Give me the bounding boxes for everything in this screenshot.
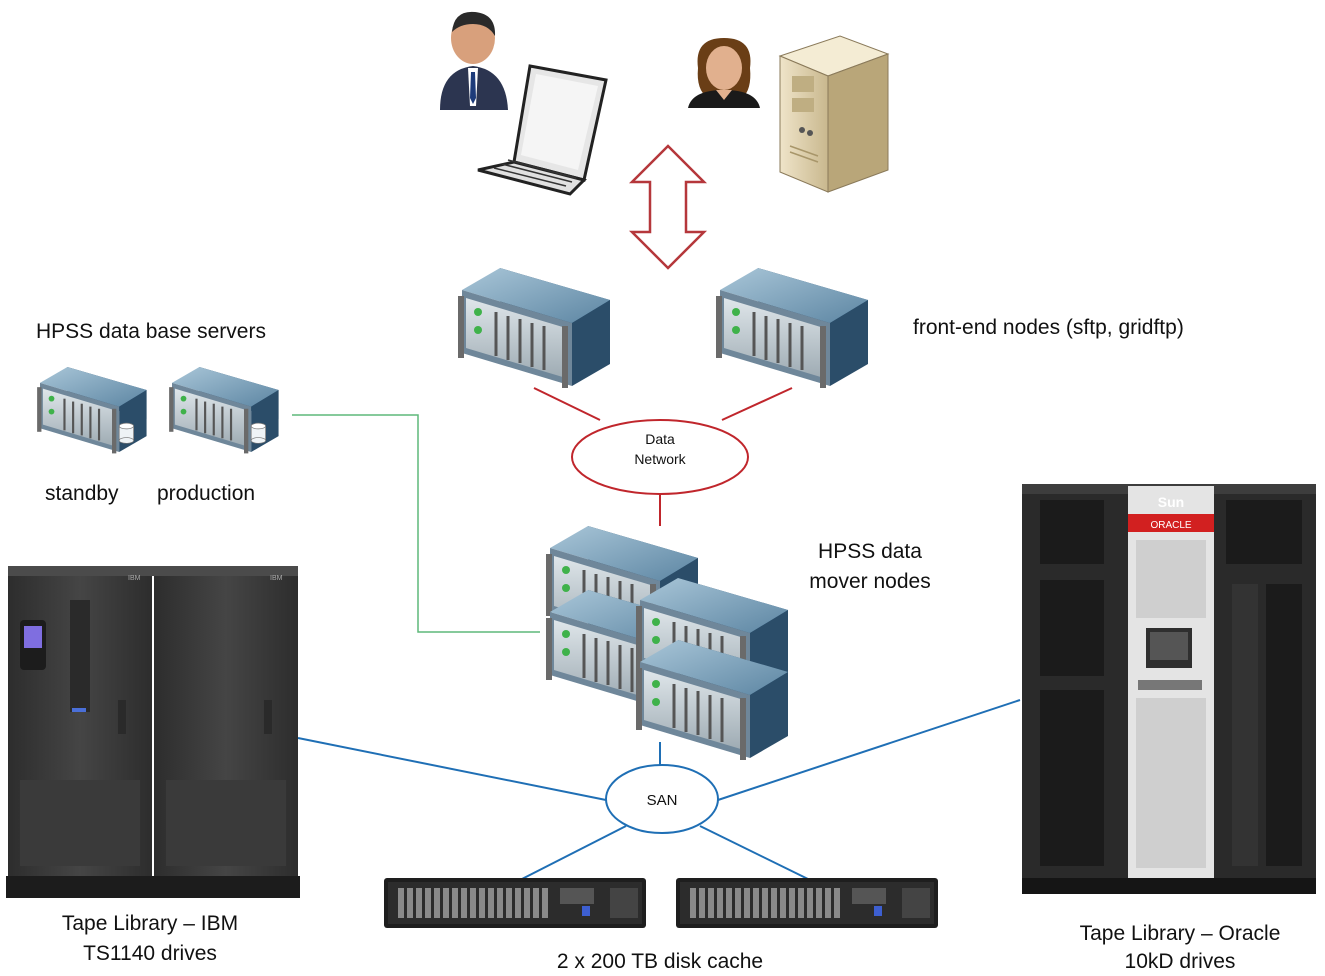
ibm-library-label-line1: Tape Library – IBM [61, 912, 239, 935]
mover-label-line2: mover nodes [809, 570, 931, 593]
data-network-node [571, 419, 749, 495]
standby-label: standby [45, 482, 119, 505]
data-network-links [533, 387, 793, 526]
user-male-icon [440, 11, 508, 110]
user-female-icon [688, 38, 760, 108]
mover-label-line1: HPSS data [818, 540, 922, 563]
tape-library-ibm-icon [6, 566, 300, 898]
disk-array-2-icon [676, 878, 938, 928]
db-servers-label: HPSS data base servers [36, 320, 266, 343]
laptop-icon [477, 64, 608, 196]
production-label: production [157, 482, 256, 505]
db-link-line [292, 414, 540, 633]
oracle-library-label-line2: 10kD drives [1124, 950, 1236, 973]
front-end-server-2 [714, 266, 870, 390]
disk-cache-label: 2 x 200 TB disk cache [556, 950, 764, 973]
disk-array-1-icon [384, 878, 646, 928]
db-server-production [168, 365, 280, 455]
san-label: SAN [647, 792, 678, 809]
san-node [605, 764, 719, 834]
san-links [297, 699, 1021, 881]
oracle-library-label-line1: Tape Library – Oracle [1079, 922, 1281, 945]
bidirectional-arrow-icon [628, 144, 708, 270]
db-server-standby [36, 365, 148, 455]
ibm-logo-right: IBM [270, 575, 283, 582]
data-network-label-line2: Network [634, 451, 686, 467]
tower-server-icon [778, 35, 890, 193]
tape-library-oracle-icon [1022, 484, 1316, 894]
sun-logo: Sun [1158, 494, 1184, 510]
front-end-server-1 [456, 266, 612, 390]
ibm-library-label-line2: TS1140 drives [83, 942, 217, 965]
ibm-logo-left: IBM [128, 575, 141, 582]
front-end-nodes-label: front-end nodes (sftp, gridftp) [913, 316, 1184, 339]
oracle-logo: ORACLE [1150, 520, 1191, 531]
data-network-label-line1: Data [645, 431, 675, 447]
